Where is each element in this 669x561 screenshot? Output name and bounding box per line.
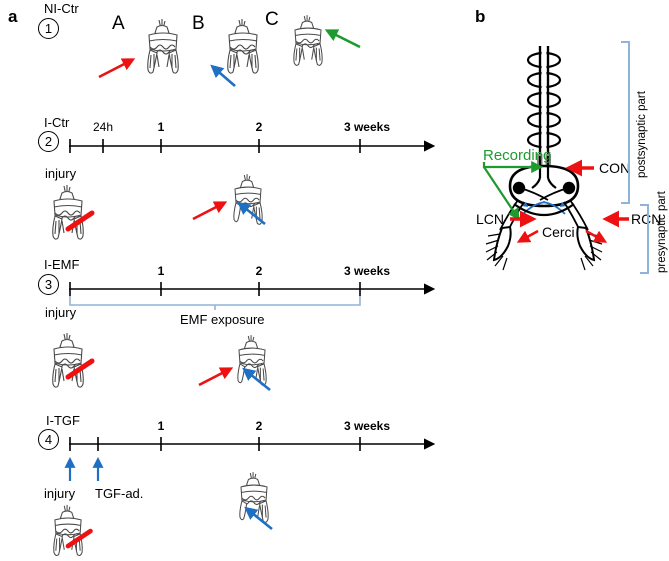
group-label-i-emf: I-EMF <box>44 257 80 272</box>
specimen-label-c: C <box>265 9 279 30</box>
recording-green-arrows <box>478 158 568 230</box>
cricket-abdomen-injured-row4 <box>40 503 96 561</box>
tick-label-week2-row3: 2 <box>255 264 263 278</box>
red-arrow-a <box>96 55 142 81</box>
cricket-abdomen-b <box>215 17 271 79</box>
con-red-arrow <box>562 159 596 177</box>
cerci-right-red-arrow <box>583 228 609 246</box>
tick-label-3weeks-row2: 3 weeks <box>343 120 391 134</box>
blue-arrow-b <box>205 62 251 90</box>
tgf-up-arrow <box>88 455 110 483</box>
green-arrow-c <box>322 26 368 52</box>
cricket-abdomen-a <box>135 17 191 79</box>
panel-a-letter: a <box>8 7 18 26</box>
lcn-red-arrow <box>508 210 538 228</box>
blue-arrow-row2 <box>233 200 277 228</box>
recording-label: Recording <box>483 147 552 164</box>
injury-label-row2: injury <box>45 166 77 181</box>
red-arrow-row3 <box>196 364 240 390</box>
tick-label-3weeks-row4: 3 weeks <box>343 419 391 433</box>
specimen-label-b: B <box>192 13 205 34</box>
tick-label-24h: 24h <box>92 120 114 134</box>
injury-label-row3: injury <box>45 305 77 320</box>
group-number-3: 3 <box>38 274 59 295</box>
postsynaptic-part-label: postsynaptic part <box>636 91 648 178</box>
postsynaptic-bracket <box>619 40 633 205</box>
presynaptic-bracket <box>638 203 652 275</box>
group-number-1: 1 <box>38 18 59 39</box>
blue-arrow-row4 <box>240 505 284 533</box>
injury-label-row4: injury <box>44 486 76 501</box>
tick-label-3weeks-row3: 3 weeks <box>343 264 391 278</box>
panel-b-letter: b <box>475 7 486 26</box>
tick-label-week2-row4: 2 <box>255 419 263 433</box>
group-number-2: 2 <box>38 131 59 152</box>
rcn-red-arrow <box>601 210 631 228</box>
presynaptic-part-label: presynaptic part <box>656 191 668 273</box>
cricket-abdomen-injured-row3 <box>40 331 96 393</box>
group-label-ni-ctr: NI-Ctr <box>44 1 79 16</box>
cricket-abdomen-regen-row2 <box>222 172 274 230</box>
cricket-abdomen-injured-row2 <box>40 183 96 245</box>
timeline-axis-i-emf <box>66 275 446 299</box>
tick-label-week1-row3: 1 <box>157 264 165 278</box>
specimen-label-a: A <box>112 13 125 34</box>
emf-exposure-bracket <box>66 294 376 310</box>
cricket-abdomen-c <box>282 13 334 71</box>
red-arrow-row2 <box>190 198 234 224</box>
tick-label-week1-row2: 1 <box>157 120 165 134</box>
group-label-i-ctr: I-Ctr <box>44 115 70 130</box>
emf-exposure-label: EMF exposure <box>180 312 265 327</box>
tick-label-week2-row2: 2 <box>255 120 263 134</box>
group-label-i-tgf: I-TGF <box>46 413 80 428</box>
cricket-abdomen-regen-row3 <box>226 333 278 391</box>
blue-arrow-row3 <box>238 366 282 394</box>
con-label: CON <box>599 160 631 176</box>
timeline-axis-i-tgf <box>66 430 446 454</box>
injury-up-arrow <box>60 455 82 483</box>
lcn-label: LCN <box>476 211 505 227</box>
rcn-label: RCN <box>631 211 662 227</box>
cricket-abdomen-regen-row4 <box>228 470 280 528</box>
timeline-axis-i-ctr <box>66 132 446 156</box>
cerci-left-red-arrow <box>515 228 541 246</box>
group-number-4: 4 <box>38 429 59 450</box>
cerci-label: Cerci <box>542 224 575 240</box>
tick-label-week1-row4: 1 <box>157 419 165 433</box>
tgf-ad-label: TGF-ad. <box>95 486 144 501</box>
